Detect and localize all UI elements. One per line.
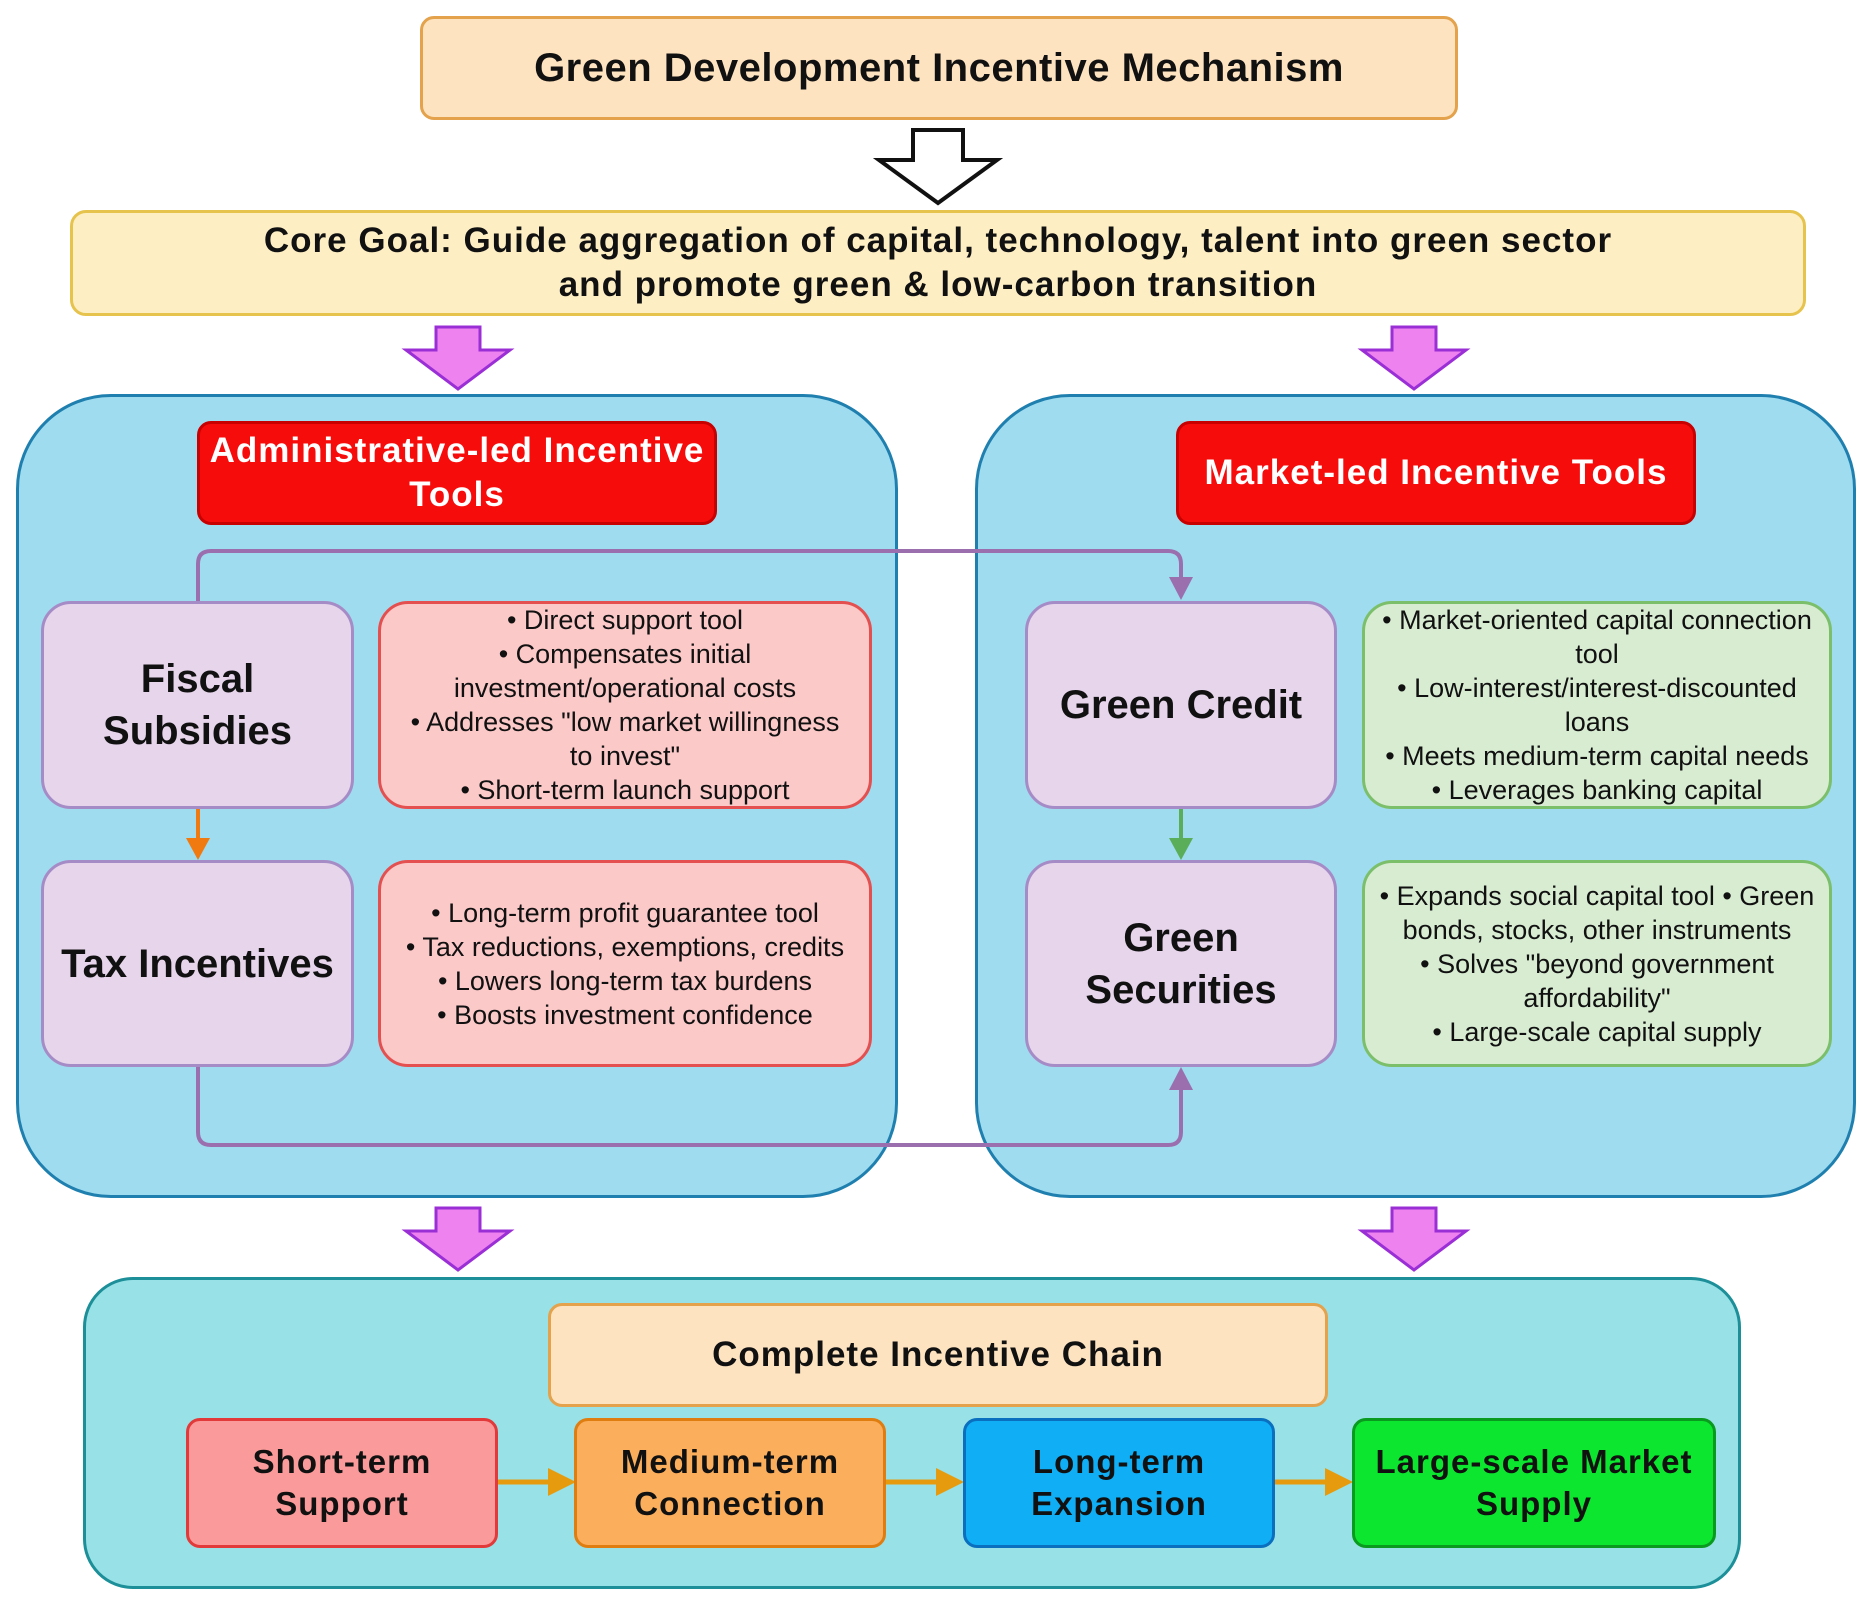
bullet-line: • Meets medium-term capital needs (1385, 741, 1809, 771)
connector-tax-to-securities (196, 1067, 1183, 1147)
core-goal-line1: Core Goal: Guide aggregation of capital,… (263, 221, 1613, 260)
arrowhead-orange-icon (548, 1468, 576, 1496)
tax-description: • Long-term profit guarantee tool • Tax … (378, 860, 872, 1067)
arrowhead-purple-icon (1169, 1067, 1193, 1090)
administrative-title-line2: Tools (409, 475, 505, 514)
bullet-line: • Expands social capital tool • Green (1379, 880, 1815, 911)
core-goal-box: Core Goal: Guide aggregation of capital,… (70, 210, 1806, 316)
step-line2: Connection (634, 1485, 826, 1522)
step-line2: Expansion (1031, 1485, 1207, 1522)
chain-step-large-scale: Large-scale Market Supply (1352, 1418, 1716, 1548)
arrowhead-orange-icon (1325, 1468, 1353, 1496)
market-title-text: Market-led Incentive Tools (1204, 453, 1668, 492)
arrowhead-orange-icon (936, 1468, 964, 1496)
fiscal-label-line1: Fiscal (140, 657, 255, 701)
bullet-line: • Long-term profit guarantee tool (431, 897, 819, 928)
administrative-title-line1: Administrative-led Incentive (209, 431, 705, 470)
fiscal-description: • Direct support tool • Compensates init… (378, 601, 872, 809)
bullet-line: • Short-term launch support (460, 775, 790, 805)
bullet-line: • Compensates initial (498, 639, 752, 669)
tax-incentives-box: Tax Incentives (41, 860, 354, 1067)
step-line1: Long-term (1032, 1443, 1206, 1480)
tax-label: Tax Incentives (61, 941, 334, 986)
down-arrow-magenta-icon (1357, 1206, 1471, 1272)
securities-label-line2: Securities (1085, 967, 1277, 1012)
green-credit-box: Green Credit (1025, 601, 1337, 809)
market-title: Market-led Incentive Tools (1176, 421, 1696, 525)
step-line1: Large-scale Market (1375, 1443, 1693, 1480)
fiscal-subsidies-box: Fiscal Subsidies (41, 601, 354, 809)
bullet-line: • Addresses "low market willingness (410, 707, 840, 737)
core-goal-line2: and promote green & low-carbon transitio… (558, 265, 1318, 304)
down-arrow-magenta-icon (1357, 325, 1471, 391)
bullet-line: investment/operational costs (453, 673, 797, 703)
bullet-line: tool (1575, 639, 1619, 669)
credit-description: • Market-oriented capital connection too… (1362, 601, 1832, 809)
bullet-line: • Market-oriented capital connection (1382, 605, 1812, 635)
down-arrow-magenta-icon (401, 325, 515, 391)
bullet-line: • Low-interest/interest-discounted (1397, 673, 1797, 703)
main-title-text: Green Development Incentive Mechanism (534, 45, 1344, 90)
bullet-line: • Leverages banking capital (1431, 775, 1763, 805)
chain-step-long-term: Long-term Expansion (963, 1418, 1275, 1548)
step-line2: Supply (1475, 1485, 1592, 1522)
fiscal-label-line2: Subsidies (103, 709, 292, 753)
chain-step-medium-term: Medium-term Connection (574, 1418, 886, 1548)
bullet-line: • Lowers long-term tax burdens (437, 965, 813, 996)
credit-label: Green Credit (1059, 683, 1303, 727)
chain-title: Complete Incentive Chain (548, 1303, 1328, 1407)
bullet-line: • Tax reductions, exemptions, credits (405, 931, 845, 962)
securities-label-line1: Green (1123, 915, 1239, 960)
step-line2: Support (275, 1485, 409, 1522)
main-title: Green Development Incentive Mechanism (420, 16, 1458, 120)
step-line1: Short-term (252, 1443, 432, 1480)
bullet-line: • Solves "beyond government (1420, 948, 1774, 979)
bullet-line: • Large-scale capital supply (1432, 1016, 1762, 1047)
green-securities-box: Green Securities (1025, 860, 1337, 1067)
arrowhead-purple-icon (1169, 577, 1193, 600)
arrowhead-orange-icon (186, 838, 210, 860)
securities-description: • Expands social capital tool • Green bo… (1362, 860, 1832, 1067)
bullet-line: • Boosts investment confidence (437, 999, 813, 1030)
bullet-line: to invest" (569, 741, 681, 771)
arrowhead-green-icon (1169, 838, 1193, 860)
down-arrow-outline-icon (872, 128, 1004, 206)
connector-fiscal-to-credit (196, 549, 1183, 601)
bullet-line: loans (1564, 707, 1630, 737)
step-line1: Medium-term (620, 1443, 840, 1480)
chain-title-text: Complete Incentive Chain (712, 1335, 1164, 1374)
bullet-line: affordability" (1523, 982, 1671, 1013)
bullet-line: bonds, stocks, other instruments (1402, 914, 1792, 945)
administrative-title: Administrative-led Incentive Tools (197, 421, 717, 525)
bullet-line: • Direct support tool (506, 605, 744, 635)
down-arrow-magenta-icon (401, 1206, 515, 1272)
chain-step-short-term: Short-term Support (186, 1418, 498, 1548)
